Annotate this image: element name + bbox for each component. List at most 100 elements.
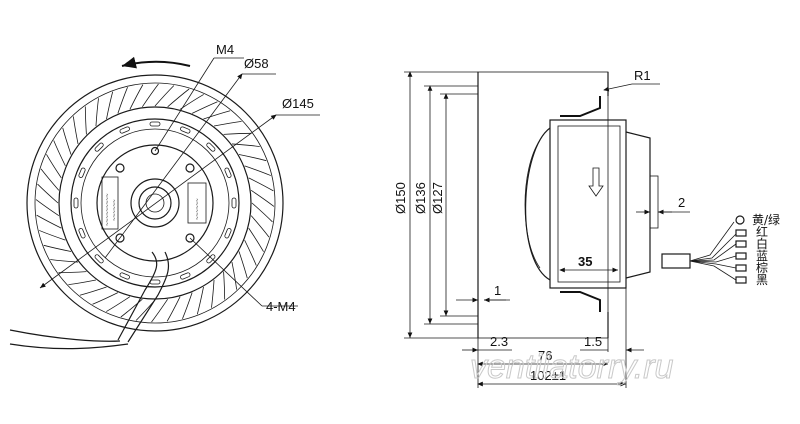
svg-text:~~~~~~: ~~~~~~ — [111, 199, 118, 221]
hub-slot — [224, 228, 232, 239]
wire-label-blue: 蓝 — [756, 249, 768, 263]
hub-slots — [73, 121, 237, 285]
hub-slot — [78, 167, 86, 178]
impeller-blade — [142, 83, 159, 108]
motor-dome — [525, 127, 551, 281]
wire-label-brown: 棕 — [756, 260, 768, 275]
cable-lead-a — [9, 329, 121, 342]
hub-slot — [149, 121, 161, 127]
wire-label-yellow-green: 黄/绿 — [752, 212, 780, 227]
impeller-blade — [154, 85, 175, 107]
impeller-blade — [191, 101, 218, 114]
impeller-blade — [223, 271, 226, 300]
impeller-blade — [120, 298, 143, 318]
svg-text:~~~~~~: ~~~~~~ — [194, 198, 201, 220]
label-dia136: Ø136 — [413, 182, 428, 214]
rotation-arrow-icon — [121, 56, 191, 69]
shaft-boss-inner — [138, 186, 172, 220]
impeller-blade — [36, 214, 62, 229]
impeller-blade — [244, 165, 271, 176]
hub-slot — [73, 197, 79, 209]
cable-gland — [661, 253, 691, 269]
label-102: 102±1 — [530, 368, 566, 383]
right-label-plate: ~~~~~~ — [187, 182, 207, 224]
bottom-flange — [560, 291, 601, 312]
impeller-blade — [151, 298, 168, 323]
hub-slot — [180, 272, 191, 280]
impeller-blade — [223, 132, 252, 135]
label-gap2: 2 — [678, 195, 685, 210]
impeller-blade — [244, 239, 257, 266]
shaft-bore — [145, 193, 165, 213]
watermark: ventilatorry.ru — [470, 348, 674, 386]
label-gap1: 1 — [494, 283, 501, 298]
wire-terminals — [735, 215, 747, 284]
impeller-blade — [37, 183, 59, 204]
impeller-blade — [251, 202, 273, 223]
leader-4m4 — [189, 237, 263, 307]
impeller-blade — [196, 286, 204, 315]
front-view: ~~~~~~~~~ ~~~~~~ ~~~~~~ M4 Ø58 Ø145 4-M4 — [9, 42, 320, 350]
impeller-blade — [50, 259, 79, 263]
impeller-blade — [179, 94, 204, 110]
hub-outer — [70, 118, 240, 288]
impeller-blade — [203, 110, 231, 120]
impeller-blade — [248, 177, 274, 192]
left-label-plate: ~~~~~~~~~ ~~~~~~ — [101, 176, 119, 230]
wire-label-red: 红 — [756, 224, 768, 239]
impeller-blade — [95, 98, 99, 127]
leader-r1 — [603, 83, 633, 92]
impeller-blade — [211, 279, 215, 308]
label-dia58: Ø58 — [244, 56, 269, 71]
impeller-blade — [250, 190, 275, 207]
impeller-blade — [106, 296, 131, 312]
label-r1: R1 — [634, 68, 651, 83]
label-4m4: 4-M4 — [266, 299, 296, 314]
label-dia145: Ø145 — [282, 96, 314, 111]
hub-slot — [180, 126, 191, 134]
impeller-blade — [182, 292, 193, 319]
impeller-blade — [167, 88, 190, 108]
hub-slot — [119, 126, 130, 134]
hub-slot — [119, 272, 130, 280]
motor-housing — [549, 119, 627, 289]
impeller-outer-ring — [26, 74, 284, 332]
impeller-blades — [35, 83, 275, 323]
side-view: 黄/绿 红 白 蓝 棕 黑 Ø150 Ø136 Ø127 R1 2 1 — [393, 68, 780, 388]
impeller-blade — [40, 168, 60, 191]
impeller-blade — [72, 116, 79, 145]
top-flange — [560, 96, 601, 117]
impeller-blade — [238, 154, 267, 162]
label-m4: M4 — [216, 42, 234, 57]
impeller-blade — [248, 227, 264, 252]
impeller-blade — [43, 244, 72, 252]
shaft-boss-outer — [130, 178, 180, 228]
impeller-blade — [117, 87, 128, 114]
impeller-blade — [238, 251, 248, 279]
label-35: 35 — [578, 254, 592, 269]
hub-slot — [78, 228, 86, 239]
impeller-blade — [39, 230, 66, 241]
label-2-3: 2.3 — [490, 334, 508, 349]
hub-slot — [231, 197, 237, 209]
impeller-blade — [231, 261, 238, 290]
impeller-blade — [46, 154, 62, 179]
impeller-blade — [106, 91, 114, 120]
impeller-blade — [166, 296, 181, 322]
cable-lead-b — [9, 343, 129, 350]
label-dia127: Ø127 — [430, 182, 445, 214]
impeller-blade — [79, 286, 107, 296]
impeller-blade — [84, 106, 87, 135]
label-dia150: Ø150 — [393, 182, 408, 214]
impeller-blade — [250, 215, 270, 238]
impeller-blade — [213, 120, 242, 127]
leader-m4 — [154, 57, 215, 152]
impeller-blade — [129, 84, 144, 110]
leader-dia145 — [39, 114, 277, 289]
flow-direction-icon — [588, 167, 604, 197]
svg-text:~~~~~~~~~: ~~~~~~~~~ — [104, 193, 111, 226]
wire-label-white: 白 — [756, 236, 768, 251]
rear-cap — [625, 131, 651, 279]
